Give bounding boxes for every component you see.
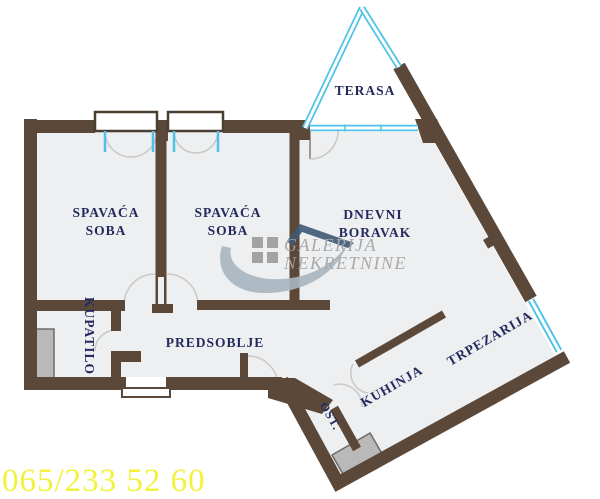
- wall-living-divider: [289, 132, 300, 303]
- terrace-sliding-window: [310, 124, 418, 132]
- diagonal-walls: [276, 62, 571, 492]
- watermark-roof: [287, 224, 354, 248]
- window-jambs: [103, 131, 220, 152]
- label-bedroom1-line2: SOBA: [86, 223, 127, 238]
- wall-bedroom-divider: [155, 132, 167, 277]
- bedroom1-door-arc: [123, 273, 156, 306]
- wall-bottom-diagonal: [276, 351, 571, 492]
- wall-bottom-a: [24, 377, 126, 390]
- terrace-door-arc: [309, 130, 339, 160]
- label-bedroom2-line2: SOBA: [208, 223, 249, 238]
- label-terasa: TERASA: [335, 83, 396, 98]
- dining-window: [527, 298, 563, 353]
- kitchen-door-arc: [350, 363, 369, 394]
- wall-top-b: [223, 120, 302, 133]
- label-living-line1: DNEVNI: [343, 207, 402, 222]
- wall-bath-right-upper: [111, 309, 121, 331]
- label-bathroom: KUPATILO: [82, 297, 97, 375]
- wall-bath-stub: [111, 351, 141, 362]
- label-bedroom2-line1: SPAVAĆA: [194, 205, 261, 220]
- watermark: GALERIJA NEKRETNINE: [220, 224, 407, 294]
- bedroom2-door-arc: [166, 273, 199, 306]
- wall-right-notch: [483, 236, 495, 249]
- wall-top-a: [24, 120, 95, 133]
- watermark-squares: [252, 237, 278, 263]
- terrace-glass: [302, 6, 402, 130]
- wall-kitchen-peninsula: [355, 310, 446, 368]
- wall-hall-top-a: [37, 300, 125, 311]
- door-leaf-bedroom1: [155, 277, 158, 305]
- label-hallway: PREDSOBLJE: [166, 335, 265, 350]
- pantry-door-arc: [333, 383, 363, 408]
- watermark-line2: NEKRETNINE: [283, 253, 407, 273]
- label-bedroom1-line1: SPAVAĆA: [72, 205, 139, 220]
- wall-bath-right-lower: [111, 351, 121, 378]
- windows: [93, 6, 563, 398]
- label-living-line2: BORAVAK: [339, 225, 412, 240]
- wall-right-diagonal: [393, 62, 537, 303]
- wall-bedroom-divider-stub: [152, 304, 173, 313]
- window-bedroom-1: [93, 110, 159, 133]
- phone-number: 065/233 52 60: [2, 463, 206, 499]
- wall-top-pier: [157, 120, 168, 141]
- watermark-line1: GALERIJA: [284, 235, 377, 255]
- bathtub: [35, 328, 55, 384]
- wall-pantry-right: [330, 405, 361, 452]
- door-leaf-bedroom2: [164, 277, 167, 305]
- wall-hall-top-b: [197, 300, 330, 310]
- watermark-swoosh: [220, 244, 347, 294]
- window-bedroom-2: [166, 110, 225, 133]
- wall-bottom-b: [166, 377, 282, 390]
- wall-hall-door-stub: [240, 353, 248, 386]
- wall-left: [24, 119, 37, 390]
- entrance-threshold: [121, 387, 171, 398]
